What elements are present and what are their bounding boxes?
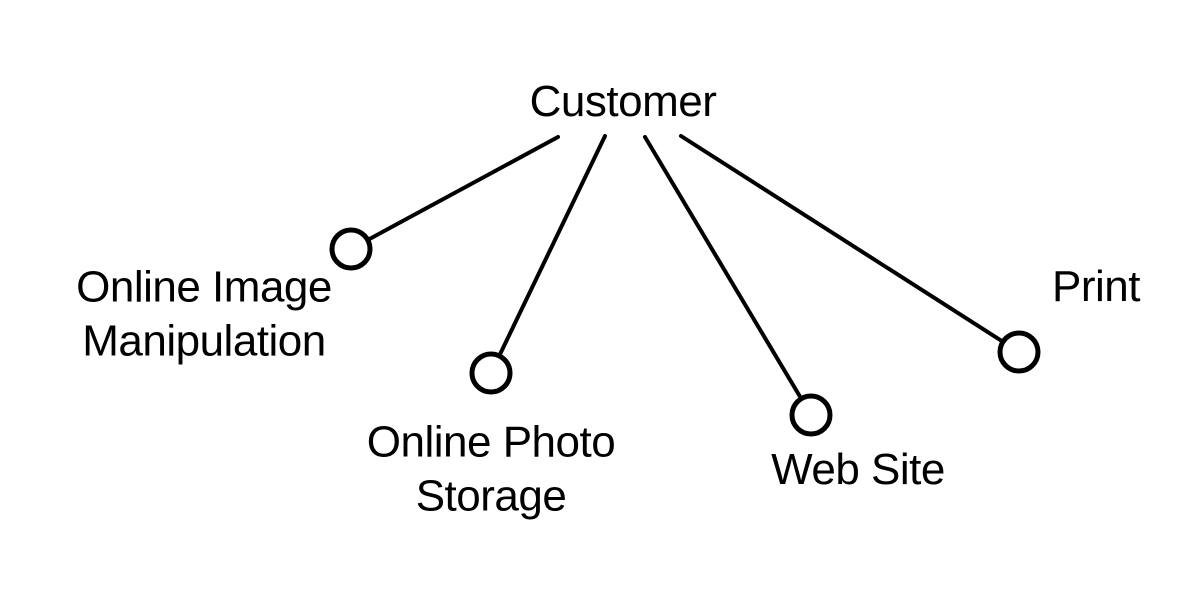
- root-node-label-customer: Customer: [529, 76, 717, 126]
- node-label-web-site: Web Site: [771, 445, 945, 495]
- node-label-print: Print: [1052, 262, 1140, 312]
- edge-customer-online-photo-storage: [489, 134, 607, 375]
- node-circle-print: [997, 330, 1041, 374]
- edge-customer-online-image-manipulation: [349, 135, 560, 251]
- edge-customer-web-site: [643, 135, 813, 417]
- node-circle-web-site: [789, 393, 833, 437]
- edge-customer-print: [679, 134, 1021, 354]
- node-circle-online-photo-storage: [469, 351, 513, 395]
- node-circle-online-image-manipulation: [329, 227, 373, 271]
- node-label-online-image-manipulation: Online Image Manipulation: [76, 262, 332, 365]
- node-label-online-photo-storage: Online Photo Storage: [366, 417, 616, 520]
